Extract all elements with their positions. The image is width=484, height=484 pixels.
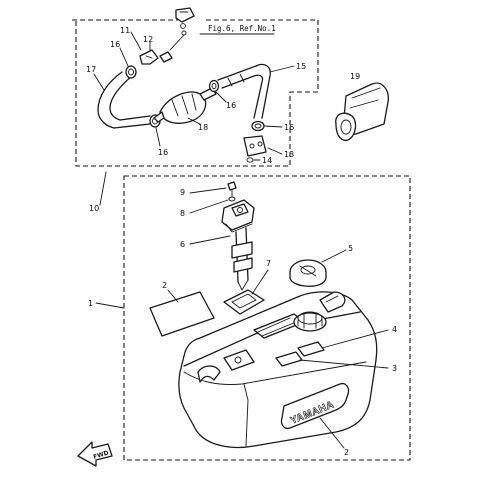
callout-7: 7 [266,259,271,268]
callout-19: 19 [350,72,360,81]
leader-16-middle [215,91,227,103]
fuel-tank-cover-part-19 [335,82,389,141]
leader-16-lower [155,127,161,147]
leader-2-lower [319,417,345,449]
fuel-line-assembly-group: Fig.6, Ref.No.1 [72,7,319,167]
leader-15 [269,65,295,73]
callout-1: 1 [88,299,93,308]
fuel-hose-part-15 [217,63,271,119]
callout-18: 18 [198,123,208,132]
callout-4: 4 [392,325,397,334]
callout-15: 15 [296,62,306,71]
forward-direction-arrow: FWD [77,441,113,467]
tank-front-grip [197,365,221,383]
gasket-part-7 [223,289,265,315]
primer-bulb-part-18 [153,87,217,124]
callout-9: 9 [180,188,185,197]
callout-16-middle: 16 [226,101,236,110]
leader-5 [321,249,347,263]
leader-11-12 [130,31,151,51]
gauge-screw-part-9 [227,181,237,197]
callout-16-right: 16 [284,123,294,132]
direction-label: FWD [92,449,109,461]
leader-1 [95,302,125,309]
leader-3 [299,359,389,369]
hose-clamp-16-right [251,120,265,132]
callout-11: 11 [120,26,130,35]
callout-5: 5 [348,244,353,253]
callout-13: 13 [284,150,294,159]
callout-6: 6 [180,240,185,249]
hose-15-marks [227,73,245,87]
fuel-hose-lower-section [113,115,151,129]
tank-filler-neck [293,311,327,332]
hose-clamp-16-middle [208,79,220,93]
fuel-joint-unit-part-6 [221,199,255,291]
leader-10 [99,171,107,206]
fuel-connector-top [169,7,195,51]
callout-17: 17 [86,65,96,74]
callout-12: 12 [143,35,153,44]
leader-2-upper [167,289,179,303]
callout-2-lower: 2 [344,448,349,457]
leader-8 [189,199,229,214]
callout-14: 14 [262,156,272,165]
callout-3: 3 [392,364,397,373]
gauge-washer-part-8 [228,196,236,202]
leader-16-top [119,47,129,67]
fuel-tank-group-boundary [123,175,411,461]
fuel-connector-part-13 [243,135,267,163]
leader-17 [93,73,105,91]
callout-16-top: 16 [110,40,120,49]
leader-16-right [264,125,283,128]
fuel-tank-body: YAMAHA [178,291,378,449]
leader-9 [189,187,227,194]
leader-6 [189,235,231,245]
leader-7 [251,269,269,295]
callout-2-upper: 2 [162,281,167,290]
tank-center-seam [243,383,249,447]
fuel-joint-part-12 [139,49,173,65]
leader-13 [267,147,283,155]
filler-cap-part-5 [289,259,327,287]
label-decal-part-2-left [149,291,215,337]
leader-18 [187,117,201,125]
callout-16-lower: 16 [158,148,168,157]
callout-10: 10 [89,204,99,213]
leader-4 [321,329,389,349]
caution-label-part-4 [297,341,325,357]
tank-fitting-mount [223,349,255,371]
tank-vent-knob [319,291,346,313]
fuel-line-group-boundary [72,19,319,167]
fuel-hose-part-17 [97,71,133,129]
callout-8: 8 [180,209,185,218]
tank-shoulder-line [183,361,367,385]
figure-reference-label: Fig.6, Ref.No.1 [208,24,276,33]
hose-clamp-16-upper [125,65,137,79]
